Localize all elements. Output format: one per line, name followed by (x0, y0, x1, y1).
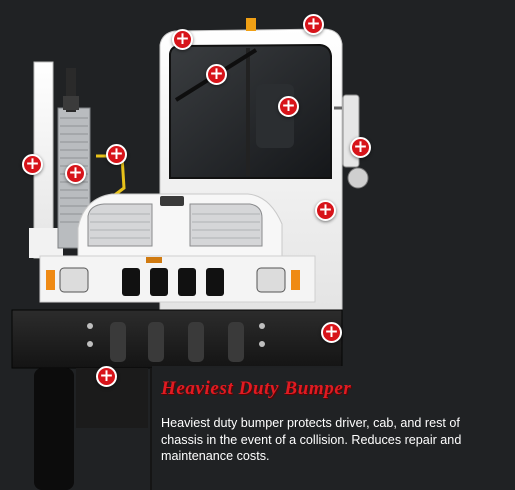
hotspot-air-lines[interactable]: + (106, 144, 127, 165)
plus-icon: + (353, 137, 368, 157)
plus-icon: + (209, 64, 224, 84)
plus-icon: + (99, 366, 114, 386)
hotspot-rear-frame[interactable]: + (22, 154, 43, 175)
plus-icon: + (324, 322, 339, 342)
hotspot-cab-roof-left[interactable]: + (172, 29, 193, 50)
info-panel: Heaviest Duty Bumper Heaviest duty bumpe… (152, 366, 515, 490)
plus-icon: + (25, 154, 40, 174)
hotspot-lower-frame[interactable]: + (96, 366, 117, 387)
hotspot-cab-roof-right[interactable]: + (303, 14, 324, 35)
hotspot-side-mirror[interactable]: + (350, 137, 371, 158)
hotspot-cab-interior[interactable]: + (278, 96, 299, 117)
plus-icon: + (175, 29, 190, 49)
plus-icon: + (318, 200, 333, 220)
feature-description: Heaviest duty bumper protects driver, ca… (161, 416, 462, 464)
plus-icon: + (109, 144, 124, 164)
feature-title: Heaviest Duty Bumper (161, 378, 352, 399)
hotspot-windshield[interactable]: + (206, 64, 227, 85)
plus-icon: + (306, 14, 321, 34)
hotspot-bumper[interactable]: + (321, 322, 342, 343)
hotspot-exhaust[interactable]: + (65, 163, 86, 184)
plus-icon: + (281, 96, 296, 116)
plus-icon: + (68, 163, 83, 183)
hotspot-cab-door[interactable]: + (315, 200, 336, 221)
